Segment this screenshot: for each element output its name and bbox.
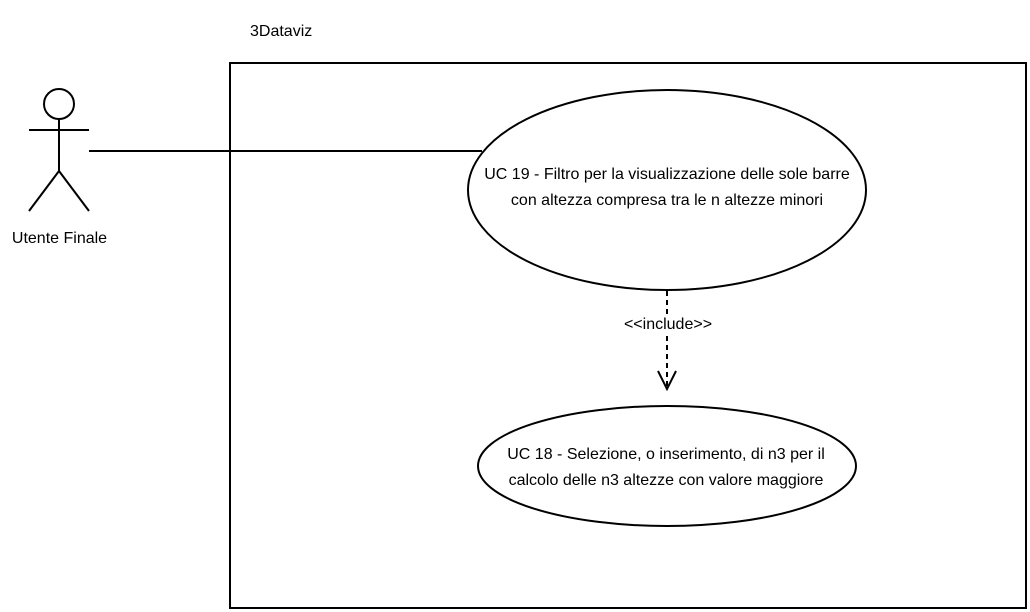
use-case-uc19-shape[interactable] <box>467 89 867 291</box>
actor-figure[interactable] <box>28 88 90 212</box>
use-case-uc19-label: UC 19 - Filtro per la visualizzazione de… <box>484 166 850 209</box>
actor-left-leg <box>28 170 60 212</box>
system-title: 3Dataviz <box>250 23 313 40</box>
include-label: <<include>> <box>598 315 738 335</box>
actor-head <box>43 88 75 120</box>
include-arrowhead <box>657 370 677 392</box>
system-boundary <box>229 62 1027 609</box>
actor-label: Utente Finale <box>11 230 108 247</box>
actor-right-leg <box>58 170 90 212</box>
use-case-uc18-shape[interactable] <box>477 405 857 527</box>
use-case-uc18-label: UC 18 - Selezione, o inserimento, di n3 … <box>507 446 825 489</box>
